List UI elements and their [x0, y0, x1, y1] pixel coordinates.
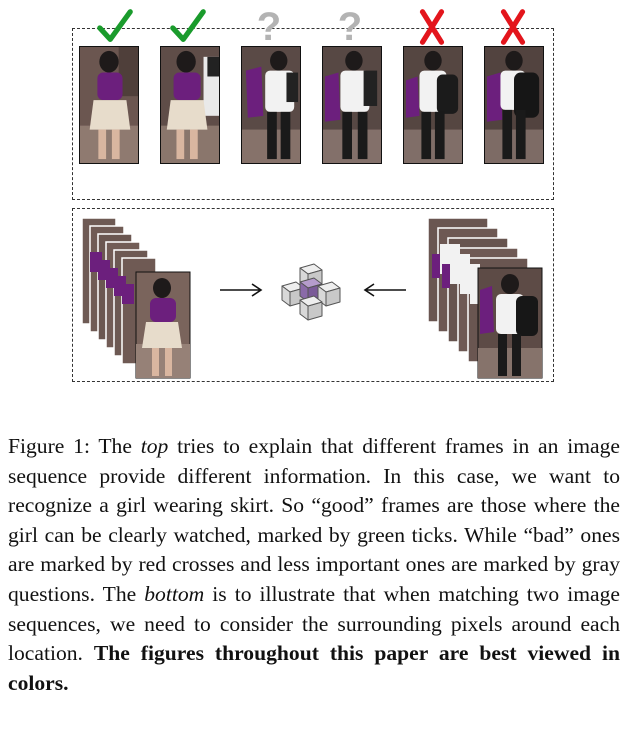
red-cross-icon	[489, 4, 537, 50]
neighborhood-cube-icon	[274, 260, 346, 332]
bottom-figure-panel	[72, 208, 554, 382]
right-arrow-icon	[218, 282, 264, 298]
left-arrow-icon	[362, 282, 408, 298]
caption-bold-note: The figures throughout this paper are be…	[8, 641, 621, 695]
caption-top-word: top	[140, 434, 169, 458]
sequence-frame-4	[322, 46, 382, 164]
caption-label: Figure 1:	[8, 434, 90, 458]
red-cross-icon	[408, 4, 456, 50]
gray-question-icon: ?	[256, 5, 282, 49]
right-image-stack	[424, 214, 546, 380]
green-tick-icon	[164, 4, 212, 50]
top-figure-panel	[72, 28, 554, 200]
green-tick-icon	[91, 4, 139, 50]
caption-bottom-word: bottom	[144, 581, 205, 606]
sequence-frame-3	[241, 46, 301, 164]
sequence-frame-5	[403, 46, 463, 164]
figure-caption: Figure 1: The top tries to explain that …	[8, 434, 621, 695]
left-image-stack	[80, 214, 192, 380]
gray-question-icon: ?	[337, 5, 363, 49]
sequence-frame-1	[79, 46, 139, 164]
sequence-frame-6	[484, 46, 544, 164]
sequence-frame-2	[160, 46, 220, 164]
